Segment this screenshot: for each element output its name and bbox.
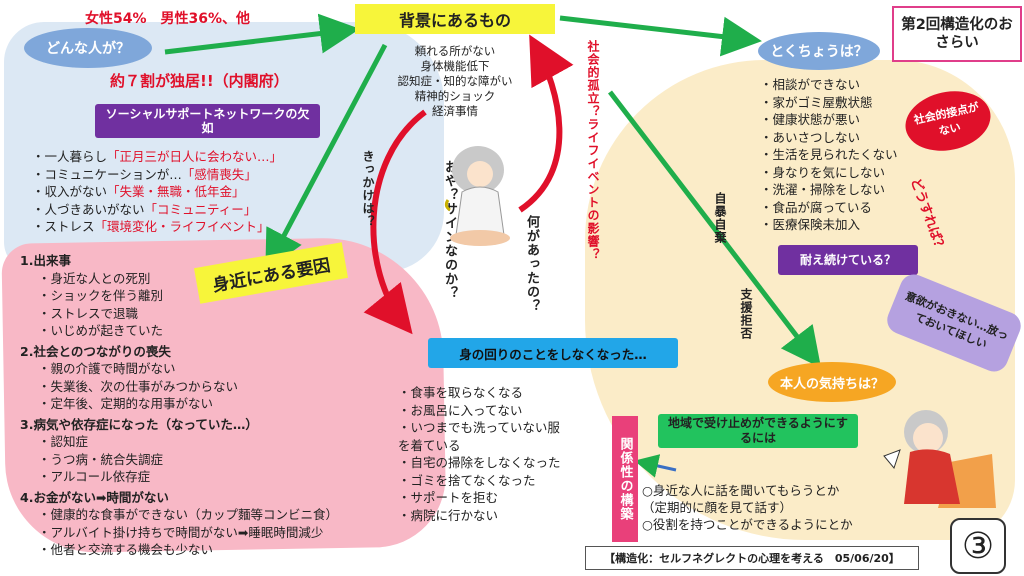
near-factor-item: ・健康的な食事ができない（カップ麵等コンビニ食） xyxy=(38,507,339,522)
self-care-item: ・ゴミを捨てなくなった xyxy=(398,472,536,488)
near-factor-item: ・失業後、次の仕事がみつからない xyxy=(38,378,239,394)
arrow-background-to-near-factors xyxy=(265,43,388,271)
background-item: 認知症・知的な障がい xyxy=(397,74,513,88)
arrow-relation xyxy=(634,454,677,478)
who-item: ・一人暮らし「正月三が日人に会わない…」 xyxy=(32,148,282,166)
near-factor-item: ・アルコール依存症 xyxy=(38,469,151,484)
near-factor-item: ・認知症 xyxy=(38,434,89,449)
community-item: ○役割を持つことができるようにとか xyxy=(642,517,853,532)
feature-item: ・家がゴミ屋敷状態 xyxy=(760,94,873,110)
self-care-item: を着ている xyxy=(398,437,461,453)
near-factor-item: ・身近な人との死別 xyxy=(38,270,151,286)
who-item: ・収入がない「失業・無職・低年金」 xyxy=(32,183,282,201)
who-item-highlight: 「環境変化・ライフイベント」 xyxy=(94,219,270,234)
near-factor-item: ・定年後、定期的な用事がない xyxy=(38,396,214,411)
self-care-item: ・お風呂に入ってない xyxy=(398,402,523,418)
arrow-trigger-curve xyxy=(363,109,427,335)
feature-item: ・相談ができない xyxy=(760,77,861,92)
arrow-who-to-background xyxy=(164,13,360,55)
who-item: ・人づきあいがない「コミュニティー」 xyxy=(32,201,282,219)
near-factor-item: ・他者と交流する機会も少ない xyxy=(38,542,214,557)
gender-ratio-text: 女性54% 男性36%、他 xyxy=(85,11,251,27)
who-item-prefix: ・収入がない xyxy=(32,184,108,199)
who-oval: どんな人が？ xyxy=(24,28,152,68)
arrow-to-feelings xyxy=(608,90,822,368)
community-item: （定期的に顔を見て話す） xyxy=(642,500,793,515)
feature-item: ・健康状態が悪い xyxy=(760,112,861,127)
near-factor-heading: 4.お金がない➡時間がない xyxy=(20,489,169,505)
page-number: ③ xyxy=(950,518,1006,574)
who-item-highlight: 「コミュニティー」 xyxy=(144,201,257,217)
near-factors-section-list: 1.出来事・身近な人との死別・ショックを伴う離別・ストレスで退職・いじめが起きて… xyxy=(20,252,338,559)
background-item: 頼れる所がない xyxy=(414,44,496,58)
community-box: 地域で受け止めができるようにするには xyxy=(658,414,858,448)
near-factor-item: ・アルバイト掛け持ちで時間がない➡睡眠時間減少 xyxy=(38,524,324,540)
social-support-lack-box: ソーシャルサポートネットワークの欠如 xyxy=(95,104,320,138)
near-factor-heading: 2.社会とのつながりの喪失 xyxy=(20,343,171,359)
background-item-list: 頼れる所がない身体機能低下認知症・知的な障がい精神的ショック経済事情 xyxy=(395,44,515,119)
refuse-support-label: 支援拒否 xyxy=(739,288,753,340)
review-title-box: 第2回構造化のおさらい xyxy=(892,6,1022,62)
feature-item: ・食品が腐っている xyxy=(760,199,872,215)
background-item: 身体機能低下 xyxy=(420,59,490,73)
feature-item: ・あいさつしない xyxy=(760,129,861,145)
oya-sign-label: おや？サインなのか？ xyxy=(442,160,457,300)
who-item-prefix: ・一人暮らし xyxy=(32,149,108,164)
feature-item: ・洗濯・掃除をしない xyxy=(760,182,886,197)
near-factor-item: ・いじめが起きていた xyxy=(38,323,164,338)
self-care-item: ・いつまでも洗っていない服 xyxy=(398,420,560,435)
features-list: ・相談ができない・家がゴミ屋敷状態・健康状態が悪い・あいさつしない・生活を見られ… xyxy=(760,76,898,234)
endure-box: 耐え続けている？ xyxy=(778,245,918,275)
who-item-list: ・一人暮らし「正月三が日人に会わない…」・コミュニケーションが…「感情喪失」・収… xyxy=(32,148,282,236)
footer-caption: 【構造化：セルフネグレクトの心理を考える 05/06/20】 xyxy=(585,546,919,570)
relation-building-label: 関係性の構築 xyxy=(612,416,638,542)
background-item: 経済事情 xyxy=(432,104,478,118)
self-care-item: ・自宅の掃除をしなくなった xyxy=(398,455,561,470)
who-item-highlight: 「正月三が日人に会わない…」 xyxy=(107,149,283,164)
feelings-oval: 本人の気持ちは？ xyxy=(768,362,896,402)
who-item-prefix: ・ストレス xyxy=(32,219,95,234)
features-oval: とくちょうは？ xyxy=(758,32,880,70)
self-care-title: 身の回りのことをしなくなった… xyxy=(428,338,678,368)
near-factor-item: ・ストレスで退職 xyxy=(38,305,139,321)
what-happened-label: 何があったの？ xyxy=(524,215,539,313)
arrow-isolation-curve xyxy=(518,34,574,213)
background-title: 背景にあるもの xyxy=(355,4,555,34)
feature-item: ・身なりを気にしない xyxy=(760,164,886,180)
community-item: ○身近な人に話を聞いてもらうとか xyxy=(642,483,840,498)
self-care-item: ・病院に行かない xyxy=(398,507,499,523)
elderly-woman-illustration xyxy=(883,410,996,508)
near-factor-item: ・親の介護で時間がない xyxy=(38,361,176,376)
background-item: 精神的ショック xyxy=(414,89,496,103)
alone-note: 約７割が独居!!（内閣府） xyxy=(110,72,289,90)
who-item-prefix: ・人づきあいがない xyxy=(32,201,145,217)
near-factor-heading: 1.出来事 xyxy=(20,253,71,268)
who-item: ・ストレス「環境変化・ライフイベント」 xyxy=(32,218,282,236)
self-care-item: ・食事を取らなくなる xyxy=(398,385,524,400)
social-isolation-label: 社会的孤立？ライフイベントの影響？ xyxy=(586,40,600,261)
near-factor-heading: 3.病気や依存症になった（なっていた…） xyxy=(20,416,258,432)
community-list: ○身近な人に話を聞いてもらうとか （定期的に顔を見て話す） ○役割を持つことができる… xyxy=(642,482,853,533)
arrow-background-to-features xyxy=(559,15,762,57)
who-item-highlight: 「感情喪失」 xyxy=(181,166,257,182)
who-item-prefix: ・コミュニケーションが… xyxy=(32,166,182,182)
who-item: ・コミュニケーションが…「感情喪失」 xyxy=(32,166,282,184)
self-care-item: ・サポートを拒む xyxy=(398,490,499,505)
feature-item: ・医療保険未加入 xyxy=(760,217,861,232)
self-care-list: ・食事を取らなくなる・お風呂に入ってない・いつまでも洗っていない服を着ている・自… xyxy=(398,384,561,524)
self-abandon-label: 自暴自棄 xyxy=(713,192,727,244)
near-factor-item: ・うつ病・統合失調症 xyxy=(38,451,164,467)
trigger-label: きっかけは？ xyxy=(361,150,375,228)
near-factor-item: ・ショックを伴う離別 xyxy=(38,288,164,303)
who-item-highlight: 「失業・無職・低年金」 xyxy=(107,184,245,199)
feature-item: ・生活を見られたくない xyxy=(760,147,898,162)
sitting-person-illustration xyxy=(444,146,510,246)
